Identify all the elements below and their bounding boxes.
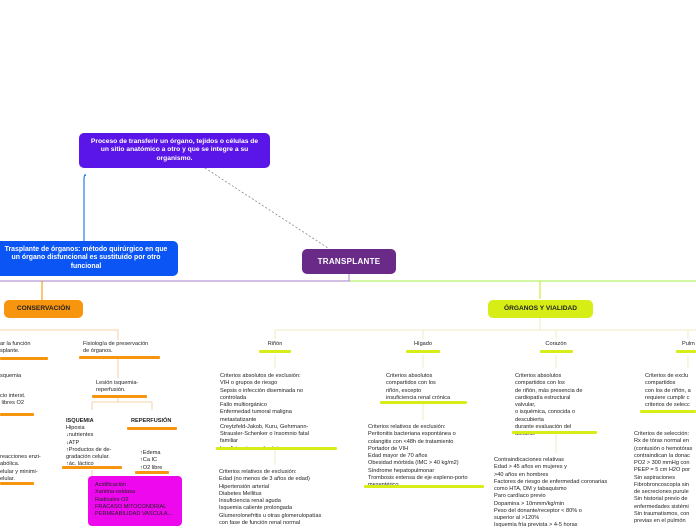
- heart-label-underline: [540, 350, 573, 353]
- magenta-text: Acidificación Xantina-oxidasa Radicales …: [95, 482, 173, 518]
- liver-absolute: Criterios absolutos compartidos con los …: [386, 373, 451, 401]
- reperfusion-title: REPERFUSIÓN: [131, 418, 172, 424]
- definition-text: Proceso de transferir un órgano, tejidos…: [90, 137, 259, 162]
- liver-label: Hígado: [413, 341, 433, 347]
- definition-node[interactable]: Proceso de transferir un órgano, tejidos…: [79, 133, 270, 168]
- physiology-underline: [79, 356, 160, 359]
- transplant-definition-text: Trasplante de órganos: método quirúrgico…: [4, 245, 168, 270]
- ischemia-items: Hipoxia ↓nutrientes ↓ATP ↑Productos de d…: [66, 425, 112, 468]
- lung-absolute: Criterios de exclu compartidos con los d…: [645, 373, 691, 409]
- reperfusion-underline-2: [135, 471, 169, 474]
- lung-absolute-underline: [640, 410, 696, 413]
- ischemia-underline: [62, 466, 122, 469]
- liver-relative: Criterios relativos de exclusión: Perito…: [368, 424, 468, 488]
- conservation-node[interactable]: CONSERVACIÓN: [4, 300, 83, 318]
- liver-relative-underline: [364, 485, 484, 488]
- lung-selection: Criterios de selección: Rx de tórax norm…: [634, 431, 693, 525]
- physiology-text: Fisiología de preservación de órganos.: [83, 341, 149, 355]
- conservation-label: CONSERVACIÓN: [16, 304, 71, 312]
- central-label: TRANSPLANTE: [317, 256, 381, 266]
- conservation-underline-1: [0, 357, 48, 360]
- injury-underline: [92, 395, 147, 398]
- conservation-sub: [0, 329, 119, 340]
- ischemia-title: ISQUEMIA: [66, 418, 94, 424]
- conservation-text-4: reacciones enzi- abólica. elular y minim…: [0, 454, 41, 482]
- liver-absolute-underline: [380, 401, 467, 404]
- reperfusion-items: ↑Edema ↑Ca IC ↑O2 libre: [140, 450, 163, 471]
- conservation-text-3: cio interst. libres O2: [0, 393, 26, 407]
- conservation-sub3: [91, 401, 153, 410]
- central-node[interactable]: TRANSPLANTE: [302, 249, 396, 274]
- heart-absolute: Criterios absolutos compartidos con los …: [515, 373, 583, 438]
- kidney-label-underline: [259, 350, 291, 353]
- injury-text: Lesión isquemia- reperfusión.: [96, 380, 139, 394]
- kidney-absolute-underline: [216, 447, 337, 450]
- conservation-text-1: ar la función splante.: [0, 341, 31, 355]
- conservation-underline-4: [0, 482, 34, 485]
- lung-label: Pulm: [682, 341, 695, 347]
- heart-label: Corazón: [545, 341, 567, 347]
- kidney-label: Riñón: [267, 341, 283, 347]
- organs-node[interactable]: ÓRGANOS Y VIALIDAD: [488, 300, 593, 318]
- blue-connector: [83, 174, 87, 244]
- heart-absolute-underline: [512, 431, 597, 434]
- reperfusion-underline: [127, 427, 177, 430]
- organs-label: ÓRGANOS Y VIALIDAD: [503, 304, 578, 312]
- kidney-relative: Criterios relativos de exclusión: Edad (…: [219, 469, 322, 526]
- liver-label-underline: [406, 350, 440, 353]
- definition-link: [204, 167, 329, 249]
- magenta-node[interactable]: Acidificación Xantina-oxidasa Radicales …: [88, 476, 182, 526]
- conservation-underline-3: [0, 413, 34, 416]
- heart-relative: Contraindicaciones relativas Edad > 45 a…: [494, 457, 608, 529]
- conservation-text-2: squemia: [0, 373, 22, 379]
- transplant-definition-node[interactable]: Trasplante de órganos: método quirúrgico…: [0, 241, 178, 276]
- lung-label-underline: [676, 350, 696, 353]
- kidney-absolute: Criterios absolutos de exclusión: VIH o …: [220, 373, 309, 452]
